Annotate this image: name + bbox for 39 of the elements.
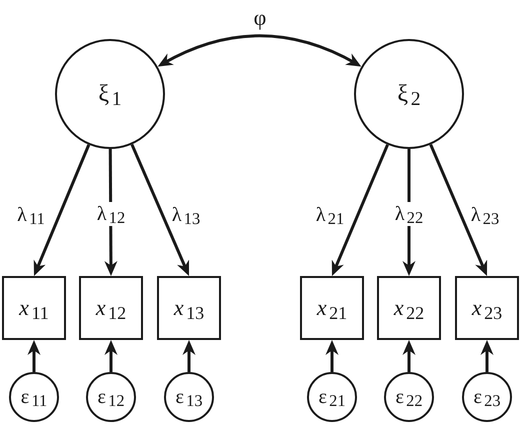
variable-label: ε$_{12}$	[97, 386, 125, 408]
variable-label: ε$_{23}$	[473, 386, 501, 408]
arrow	[332, 144, 389, 276]
variable-label: x$_{11}$	[19, 296, 49, 320]
variable-label: ξ$_{1}$	[98, 80, 122, 108]
arrow	[104, 340, 118, 372]
error-term-circle	[86, 372, 136, 422]
arrow	[34, 144, 90, 276]
arrow	[429, 144, 488, 276]
arrow	[402, 340, 416, 372]
arrow	[480, 340, 494, 372]
variable-label: x$_{13}$	[174, 296, 204, 320]
observed-variable-box	[157, 276, 221, 340]
arrow	[182, 340, 196, 372]
observed-variable-box	[455, 276, 519, 340]
arrow	[130, 144, 189, 276]
variable-label: ε$_{13}$	[175, 386, 203, 408]
observed-variable-box	[377, 276, 441, 340]
variable-label: ε$_{22}$	[395, 386, 423, 408]
error-term-circle	[307, 372, 357, 422]
arrow	[326, 340, 338, 372]
variable-label: x$_{12}$	[96, 296, 126, 320]
error-term-circle	[384, 372, 434, 422]
observed-variable-box	[300, 276, 364, 340]
variable-label: ε$_{11}$	[20, 386, 48, 408]
error-term-circle	[9, 372, 59, 422]
variable-label: x$_{21}$	[316, 296, 348, 320]
edge-label: λ$_{22}$	[392, 202, 426, 226]
error-term-circle	[164, 372, 214, 422]
observed-variable-box	[2, 276, 66, 340]
variable-label: ξ$_{2}$	[397, 80, 421, 108]
error-term-circle	[462, 372, 512, 422]
variable-label: x$_{23}$	[472, 296, 502, 320]
observed-variable-box	[79, 276, 143, 340]
arrow	[28, 340, 40, 372]
variable-label: x$_{22}$	[394, 296, 424, 320]
double-headed-arrow	[158, 34, 362, 66]
edge-label: λ$_{12}$	[94, 202, 128, 226]
variable-label: ε$_{21}$	[318, 386, 346, 408]
